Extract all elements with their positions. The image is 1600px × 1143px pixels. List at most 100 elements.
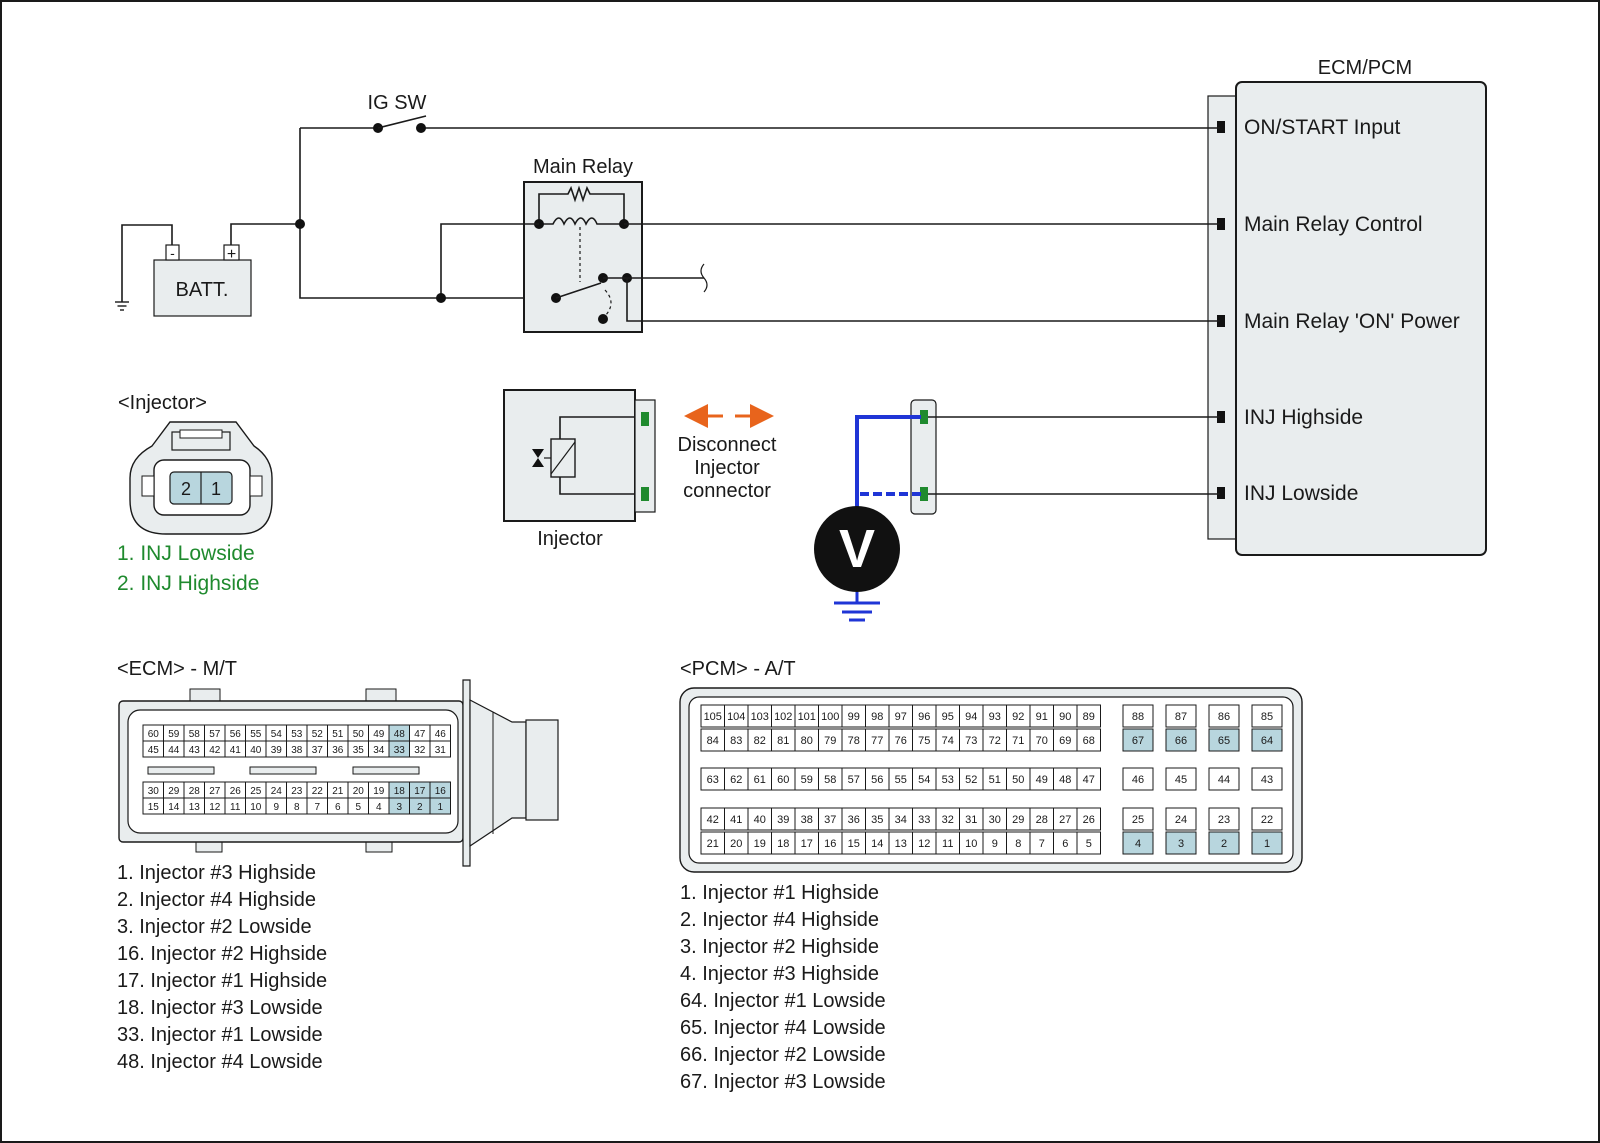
pin-cell-46: 46 bbox=[429, 724, 451, 742]
pin-cell-45: 45 bbox=[1165, 767, 1197, 791]
pin-number: 3 bbox=[1178, 838, 1184, 850]
pin-number: 58 bbox=[189, 729, 201, 740]
pin-cell-34: 34 bbox=[368, 740, 390, 758]
pin-number: 49 bbox=[1036, 774, 1048, 786]
pin-number: 5 bbox=[355, 802, 361, 813]
pin-number: 36 bbox=[848, 814, 860, 826]
harness-connector bbox=[910, 399, 937, 515]
ig-switch: IG SW bbox=[368, 92, 427, 133]
pin-number: 60 bbox=[777, 774, 789, 786]
pin-number: 69 bbox=[1059, 735, 1071, 747]
pin-cell-1: 1 bbox=[1251, 831, 1283, 855]
pin-number: 13 bbox=[895, 838, 907, 850]
pin-cell-35: 35 bbox=[865, 807, 890, 831]
pin-cell-8: 8 bbox=[286, 797, 308, 815]
pcm-legend-item: 4. Injector #3 Highside bbox=[680, 963, 879, 985]
pin-cell-64: 64 bbox=[1251, 728, 1283, 752]
pin-number: 88 bbox=[1132, 711, 1144, 723]
pin-number: 18 bbox=[394, 786, 406, 797]
pin-cell-97: 97 bbox=[888, 704, 913, 728]
pin-number: 105 bbox=[704, 711, 722, 723]
pin-number: 43 bbox=[1261, 774, 1273, 786]
pin-number: 41 bbox=[230, 745, 242, 756]
pin-cell-12: 12 bbox=[912, 831, 937, 855]
pin-cell-44: 44 bbox=[163, 740, 185, 758]
pin-cell-47: 47 bbox=[409, 724, 431, 742]
pin-cell-43: 43 bbox=[1251, 767, 1283, 791]
pin-number: 58 bbox=[824, 774, 836, 786]
pin-cell-81: 81 bbox=[771, 728, 796, 752]
pin-number: 6 bbox=[335, 802, 341, 813]
pin-number: 92 bbox=[1012, 711, 1024, 723]
pin-cell-73: 73 bbox=[959, 728, 984, 752]
pin-number: 96 bbox=[918, 711, 930, 723]
pin-cell-12: 12 bbox=[204, 797, 226, 815]
pin-cell-60: 60 bbox=[142, 724, 164, 742]
pin-number: 22 bbox=[312, 786, 324, 797]
pin-number: 54 bbox=[271, 729, 283, 740]
pin-cell-103: 103 bbox=[747, 704, 772, 728]
pin-cell-42: 42 bbox=[700, 807, 725, 831]
pin-cell-42: 42 bbox=[204, 740, 226, 758]
pin-cell-33: 33 bbox=[388, 740, 410, 758]
pin-number: 6 bbox=[1062, 838, 1068, 850]
pin-cell-87: 87 bbox=[1165, 704, 1197, 728]
pin-number: 62 bbox=[730, 774, 742, 786]
pin-cell-9: 9 bbox=[265, 797, 287, 815]
pin-cell-27: 27 bbox=[204, 781, 226, 799]
ecm-pin-on-start: ON/START Input bbox=[1244, 116, 1401, 139]
pin-cell-11: 11 bbox=[935, 831, 960, 855]
pin-cell-37: 37 bbox=[306, 740, 328, 758]
pin-number: 48 bbox=[394, 729, 406, 740]
pin-cell-31: 31 bbox=[429, 740, 451, 758]
pin-cell-23: 23 bbox=[286, 781, 308, 799]
pcm-legend-item: 2. Injector #4 Highside bbox=[680, 909, 879, 931]
pin-number: 70 bbox=[1036, 735, 1048, 747]
pin-number: 9 bbox=[992, 838, 998, 850]
pin-cell-5: 5 bbox=[1076, 831, 1101, 855]
pin-number: 53 bbox=[942, 774, 954, 786]
pin-number: 10 bbox=[965, 838, 977, 850]
pin-cell-50: 50 bbox=[1006, 767, 1031, 791]
ecm-legend-item: 33. Injector #1 Lowside bbox=[117, 1024, 323, 1046]
pin-cell-40: 40 bbox=[245, 740, 267, 758]
pin-number: 17 bbox=[414, 786, 426, 797]
pin-number: 76 bbox=[895, 735, 907, 747]
pin-number: 27 bbox=[1059, 814, 1071, 826]
disconnect-line-2: Injector bbox=[694, 457, 760, 479]
pin-cell-72: 72 bbox=[982, 728, 1007, 752]
pin-number: 32 bbox=[942, 814, 954, 826]
pin-number: 53 bbox=[291, 729, 303, 740]
pcm-legend-item: 64. Injector #1 Lowside bbox=[680, 990, 886, 1012]
pin-cell-85: 85 bbox=[1251, 704, 1283, 728]
pin-number: 52 bbox=[965, 774, 977, 786]
pcm-legend-item: 1. Injector #1 Highside bbox=[680, 882, 879, 904]
pin-number: 45 bbox=[1175, 774, 1187, 786]
pin-cell-53: 53 bbox=[286, 724, 308, 742]
pin-number: 55 bbox=[895, 774, 907, 786]
pin-cell-38: 38 bbox=[794, 807, 819, 831]
pin-number: 68 bbox=[1083, 735, 1095, 747]
pin-terminal bbox=[1217, 121, 1225, 133]
pin-number: 55 bbox=[250, 729, 262, 740]
injector-connector-title: <Injector> bbox=[118, 392, 207, 414]
pin-number: 72 bbox=[989, 735, 1001, 747]
pin-cell-53: 53 bbox=[935, 767, 960, 791]
pin-number: 25 bbox=[1132, 814, 1144, 826]
pin-number: 83 bbox=[730, 735, 742, 747]
pin-number: 32 bbox=[414, 745, 426, 756]
pin-number: 61 bbox=[754, 774, 766, 786]
pin-cell-58: 58 bbox=[183, 724, 205, 742]
pin-number: 7 bbox=[314, 802, 320, 813]
pin-cell-98: 98 bbox=[865, 704, 890, 728]
pin-number: 94 bbox=[965, 711, 977, 723]
pin-cell-44: 44 bbox=[1208, 767, 1240, 791]
injector-test-circuit: Injector Disconnect Injector connector V bbox=[503, 389, 1220, 622]
pin-cell-58: 58 bbox=[818, 767, 843, 791]
pin-number: 2 bbox=[417, 802, 423, 813]
pin-cell-47: 47 bbox=[1076, 767, 1101, 791]
pin-cell-5: 5 bbox=[347, 797, 369, 815]
pin-number: 48 bbox=[1059, 774, 1071, 786]
